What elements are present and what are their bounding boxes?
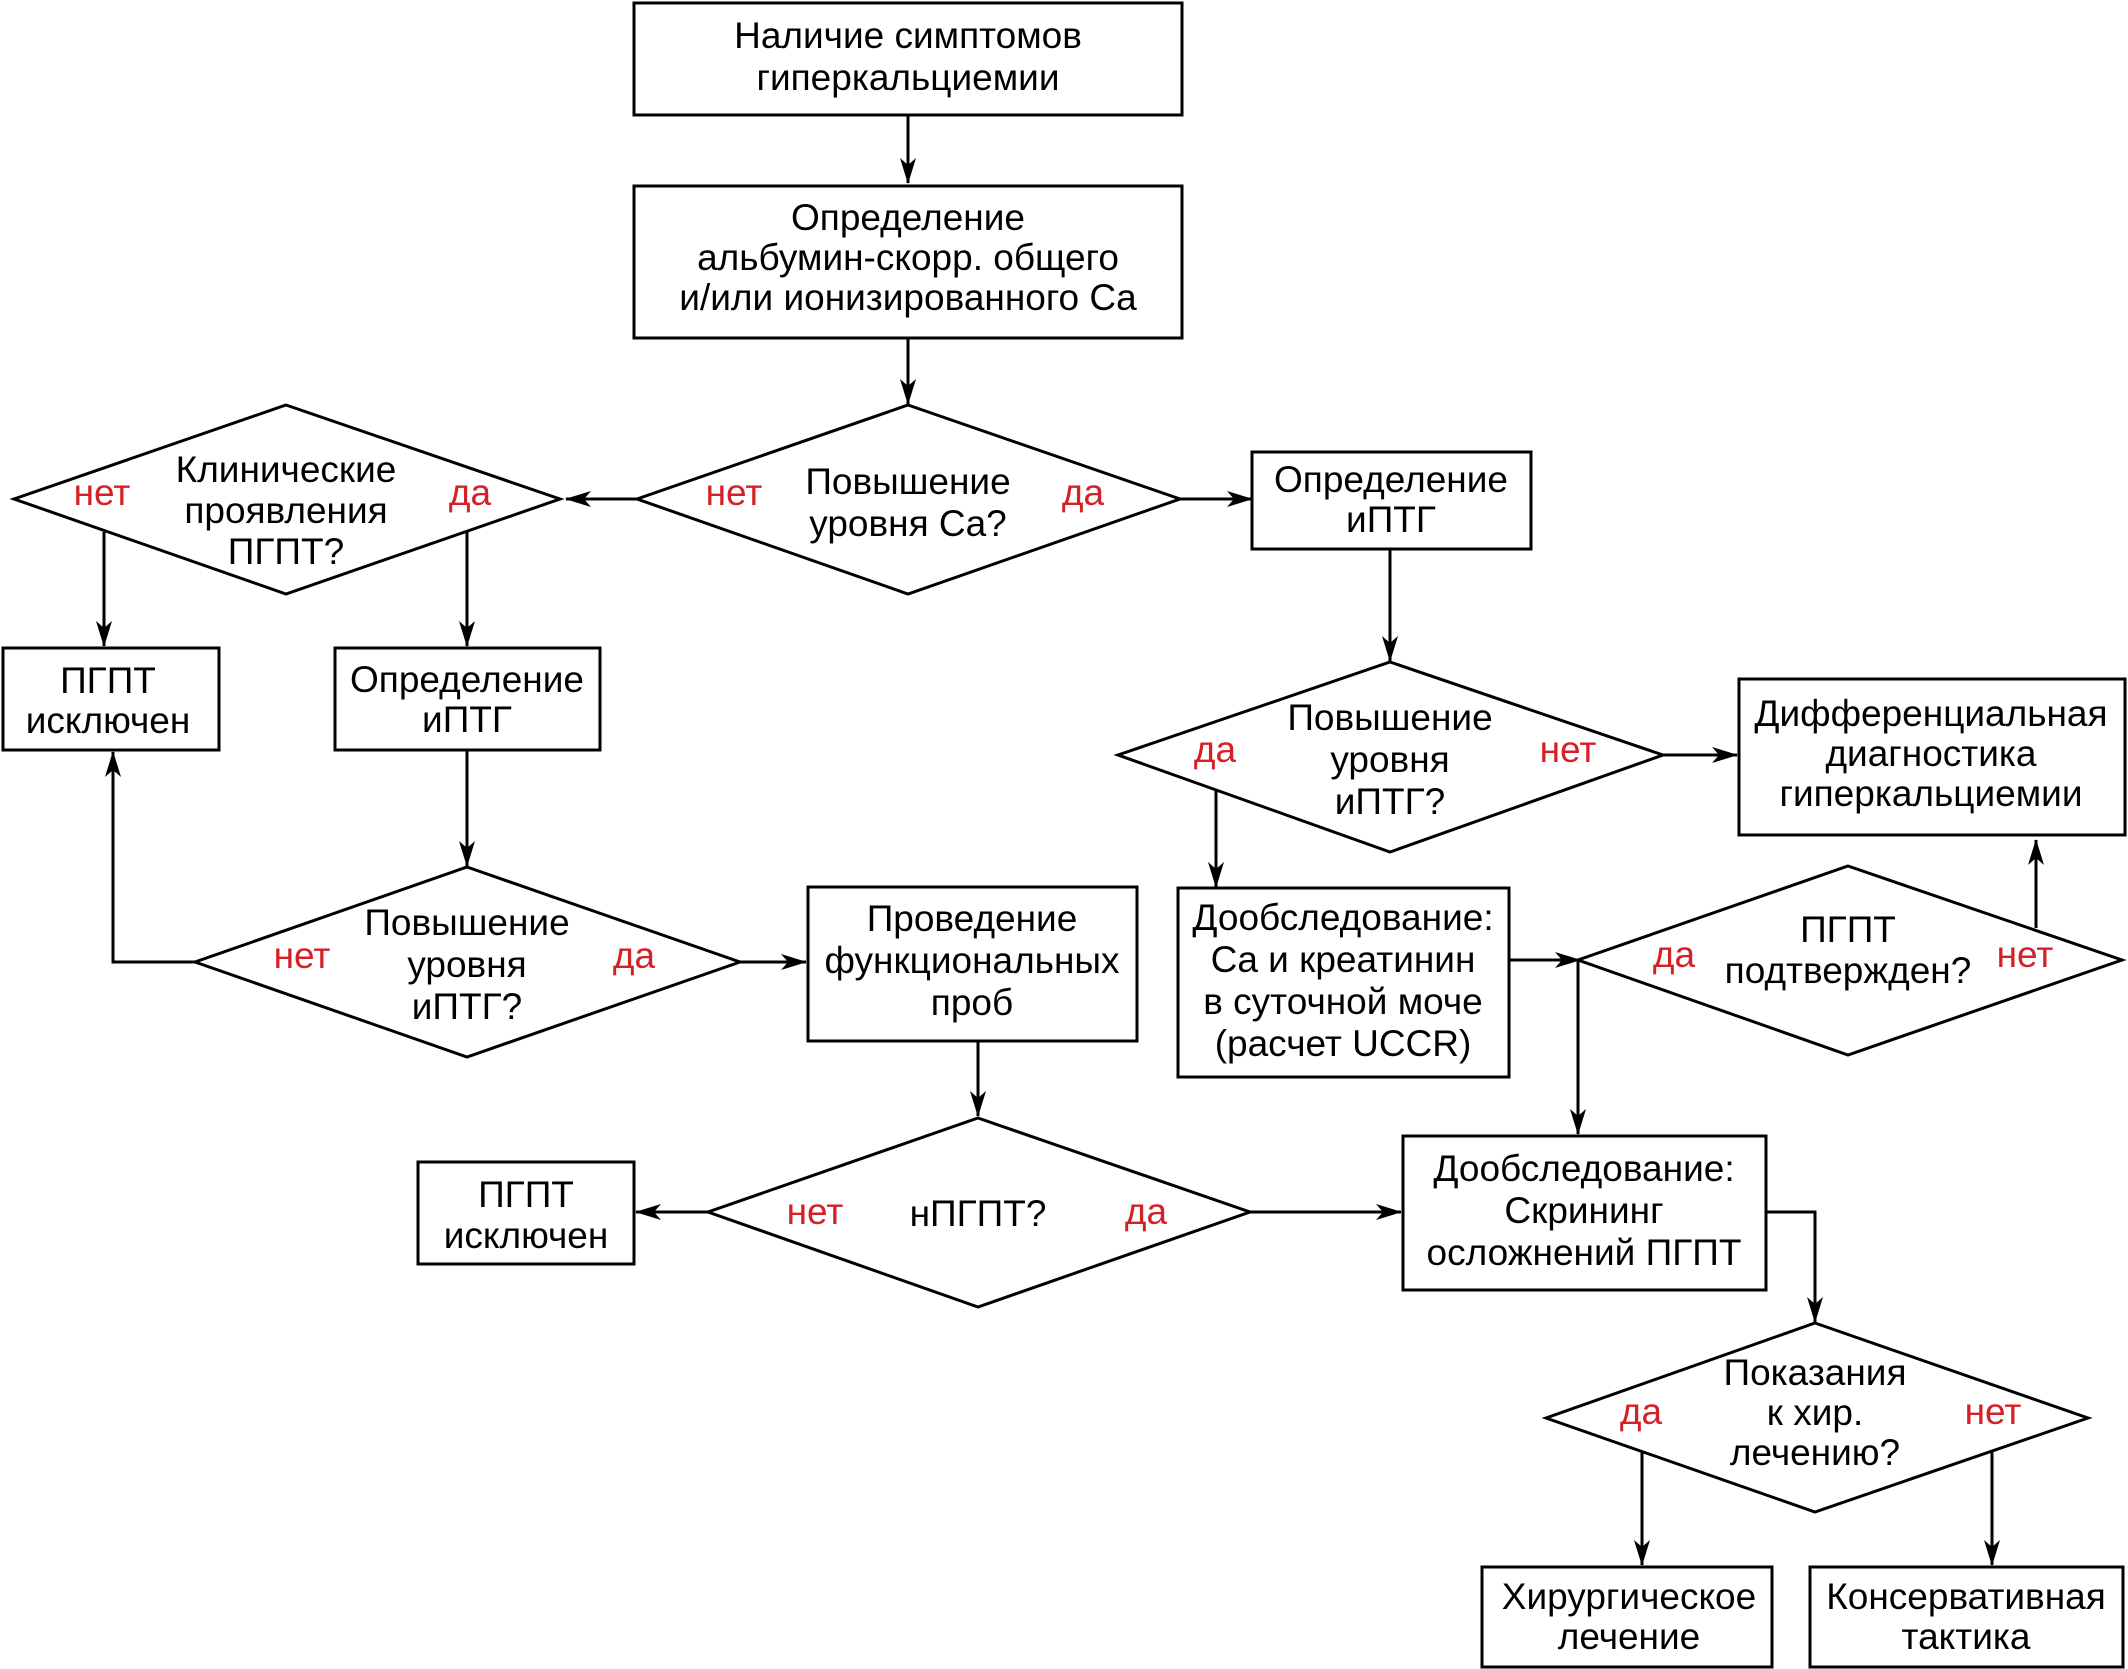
node-label-ca-raised-line-1: Повышение (805, 461, 1010, 502)
node-label-ca-test-line-3: и/или ионизированного Ca (679, 277, 1137, 318)
node-label-pgpt-excluded-1-line-1: ПГПТ (60, 660, 156, 701)
answer-clinical-yes: да (449, 472, 492, 513)
node-ipth-test-right (1250, 450, 1533, 551)
node-label-ipth-raised-right-line-3: иПТГ? (1335, 781, 1445, 822)
node-urine (1176, 886, 1511, 1079)
node-differential (1737, 677, 2127, 837)
node-ipth-test-left (333, 646, 602, 752)
answer-surgery-no: нет (1965, 1391, 2022, 1432)
node-label-functional-line-2: функциональных (825, 940, 1120, 981)
answer-ipth-left-no: нет (274, 935, 331, 976)
node-npgpt (703, 1116, 1255, 1309)
node-surgery-indications (1541, 1321, 2093, 1514)
node-label-screening-line-3: осложнений ПГПТ (1427, 1232, 1742, 1273)
node-label-start-line-2: гиперкальциемии (756, 57, 1059, 98)
node-label-screening-line-1: Дообследование: (1433, 1148, 1734, 1189)
node-functional (806, 885, 1139, 1043)
node-label-urine-line-4: (расчет UCCR) (1215, 1023, 1472, 1064)
node-label-start-line-1: Наличие симптомов (734, 15, 1082, 56)
node-label-screening-line-2: Скрининг (1504, 1190, 1663, 1231)
node-label-ipth-raised-left-line-2: уровня (407, 944, 526, 985)
node-label-ipth-raised-right-line-1: Повышение (1287, 697, 1492, 738)
node-conservative (1808, 1565, 2125, 1669)
answer-ipth-right-no: нет (1540, 729, 1597, 770)
node-label-urine-line-3: в суточной моче (1203, 981, 1483, 1022)
answer-confirmed-yes: да (1653, 934, 1696, 975)
node-label-ipth-raised-right-line-2: уровня (1330, 739, 1449, 780)
node-label-surgery-ind-line-3: лечению? (1730, 1432, 1900, 1473)
node-label-pgpt-excluded-2-line-2: исключен (444, 1215, 609, 1256)
node-labels: Наличие симптомовгиперкальциемииОпределе… (26, 15, 2108, 1657)
node-label-functional-line-1: Проведение (867, 898, 1078, 939)
node-ca-raised (632, 403, 1185, 596)
node-label-differential-line-1: Дифференциальная (1754, 693, 2107, 734)
node-label-differential-line-3: гиперкальциемии (1779, 773, 2082, 814)
node-label-surgery-ind-line-1: Показания (1723, 1352, 1906, 1393)
arrow-ipth-left-no (105, 751, 195, 964)
answer-ca-yes: да (1062, 472, 1105, 513)
node-pgpt-excluded-1 (1, 646, 221, 752)
node-label-pgpt-excluded-2-line-1: ПГПТ (478, 1174, 574, 1215)
node-label-ca-test-line-1: Определение (791, 197, 1025, 238)
node-label-pgpt-confirmed-line-2: подтвержден? (1725, 950, 1972, 991)
node-label-clinical-line-3: ПГПТ? (228, 531, 344, 572)
node-label-ipth-test-right-line-2: иПТГ (1346, 499, 1436, 540)
node-label-npgpt-line-1: нПГПТ? (910, 1193, 1047, 1234)
connectors (96, 116, 2044, 1566)
answer-surgery-yes: да (1620, 1391, 1663, 1432)
node-label-clinical-line-2: проявления (184, 490, 387, 531)
node-label-conservative-line-2: тактика (1902, 1616, 2031, 1657)
answer-labels: нет да нет да нет да нет да да нет да не… (74, 472, 2054, 1432)
node-label-ipth-test-right-line-1: Определение (1274, 459, 1508, 500)
node-label-ipth-test-left-line-2: иПТГ (422, 699, 512, 740)
node-label-surgery-ind-line-2: к хир. (1767, 1392, 1864, 1433)
answer-ipth-left-yes: да (613, 935, 656, 976)
arrow-screening-to-indications (1766, 1210, 1823, 1323)
node-label-differential-line-2: диагностика (1825, 733, 2036, 774)
node-start (632, 1, 1184, 117)
node-ipth-raised-left (190, 865, 745, 1059)
node-label-surgery-line-1: Хирургическое (1502, 1576, 1756, 1617)
node-label-surgery-line-2: лечение (1558, 1616, 1700, 1657)
node-label-pgpt-confirmed-line-1: ПГПТ (1800, 909, 1896, 950)
node-clinical (9, 403, 565, 596)
node-surgery (1480, 1565, 1774, 1669)
node-label-ipth-raised-left-line-1: Повышение (364, 902, 569, 943)
node-label-ca-test-line-2: альбумин-скорр. общего (697, 237, 1119, 278)
node-pgpt-confirmed (1573, 864, 2127, 1057)
answer-npgpt-yes: да (1125, 1191, 1168, 1232)
node-label-urine-line-1: Дообследование: (1192, 897, 1493, 938)
answer-npgpt-no: нет (787, 1191, 844, 1232)
node-label-ca-raised-line-2: уровня Ca? (809, 503, 1007, 544)
node-label-conservative-line-1: Консервативная (1826, 1576, 2106, 1617)
answer-ipth-right-yes: да (1194, 729, 1237, 770)
answer-clinical-no: нет (74, 472, 131, 513)
node-label-ipth-test-left-line-1: Определение (350, 659, 584, 700)
node-label-ipth-raised-left-line-3: иПТГ? (412, 986, 522, 1027)
node-ca-test (632, 184, 1184, 340)
node-screening (1401, 1134, 1768, 1292)
node-pgpt-excluded-2 (416, 1160, 636, 1266)
node-label-clinical-line-1: Клинические (176, 449, 397, 490)
node-ipth-raised-right (1113, 660, 1668, 854)
answer-ca-no: нет (706, 472, 763, 513)
node-label-pgpt-excluded-1-line-2: исключен (26, 700, 191, 741)
answer-confirmed-no: нет (1997, 934, 2054, 975)
node-label-urine-line-2: Ca и креатинин (1211, 939, 1476, 980)
node-label-functional-line-3: проб (931, 982, 1013, 1023)
